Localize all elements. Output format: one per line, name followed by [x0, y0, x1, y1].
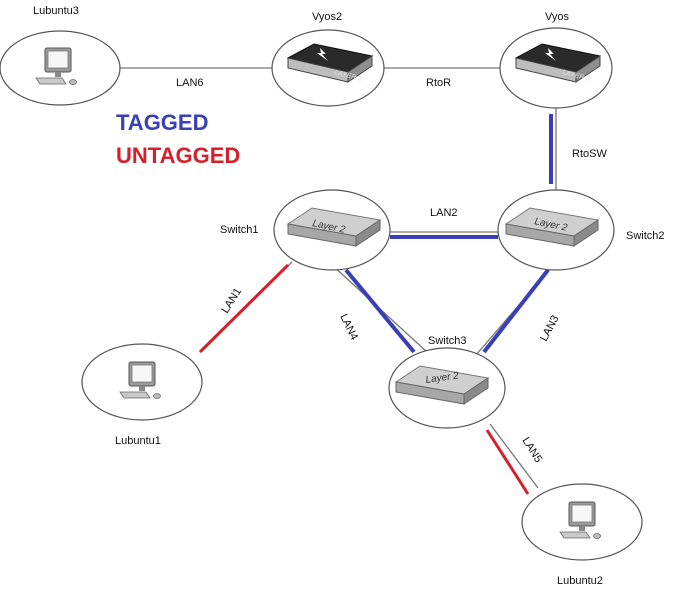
link-label-lan5: LAN5	[519, 435, 544, 465]
node-label-switch3: Switch3	[428, 335, 467, 347]
node-switch1[interactable]: Layer 2 Switch1	[220, 189, 391, 271]
node-vyos[interactable]: LAYER 3 Vyos	[499, 11, 613, 109]
link-lan4[interactable]	[331, 264, 439, 363]
link-label-rtor: RtoR	[426, 77, 451, 89]
link-lan5-untagged-marker	[485, 429, 530, 495]
link-lan3-tagged-marker	[482, 268, 550, 354]
node-label-vyos: Vyos	[545, 11, 570, 23]
link-lan1-untagged-marker	[198, 263, 290, 354]
node-label-switch2: Switch2	[626, 230, 665, 242]
links-layer	[120, 67, 557, 495]
link-label-lan2: LAN2	[430, 207, 458, 219]
node-lubuntu3[interactable]: Lubuntu3	[0, 5, 121, 106]
legend-untagged: UNTAGGED	[116, 143, 240, 168]
link-label-lan6: LAN6	[176, 77, 204, 89]
link-lan4-tagged-marker	[344, 268, 416, 354]
node-label-vyos2: Vyos2	[312, 11, 342, 23]
node-label-lubuntu3: Lubuntu3	[33, 5, 79, 17]
link-label-lan4: LAN4	[337, 312, 360, 342]
link-lan5[interactable]	[489, 423, 539, 489]
node-vyos2[interactable]: LAYER 3 Vyos2	[271, 11, 385, 107]
node-switch3[interactable]: Layer 2 Switch3	[388, 335, 506, 429]
node-label-lubuntu2: Lubuntu2	[557, 575, 603, 587]
switch-device-text-switch3: Layer 2	[425, 370, 460, 386]
link-label-rtosw: RtoSW	[572, 148, 607, 160]
node-label-switch1: Switch1	[220, 224, 259, 236]
node-switch2[interactable]: Layer 2 Switch2	[497, 189, 665, 271]
link-label-lan3: LAN3	[538, 313, 562, 343]
node-lubuntu2[interactable]: Lubuntu2	[521, 483, 643, 587]
node-lubuntu1[interactable]: Lubuntu1	[81, 343, 203, 447]
node-label-lubuntu1: Lubuntu1	[115, 435, 161, 447]
legend-tagged: TAGGED	[116, 110, 208, 135]
